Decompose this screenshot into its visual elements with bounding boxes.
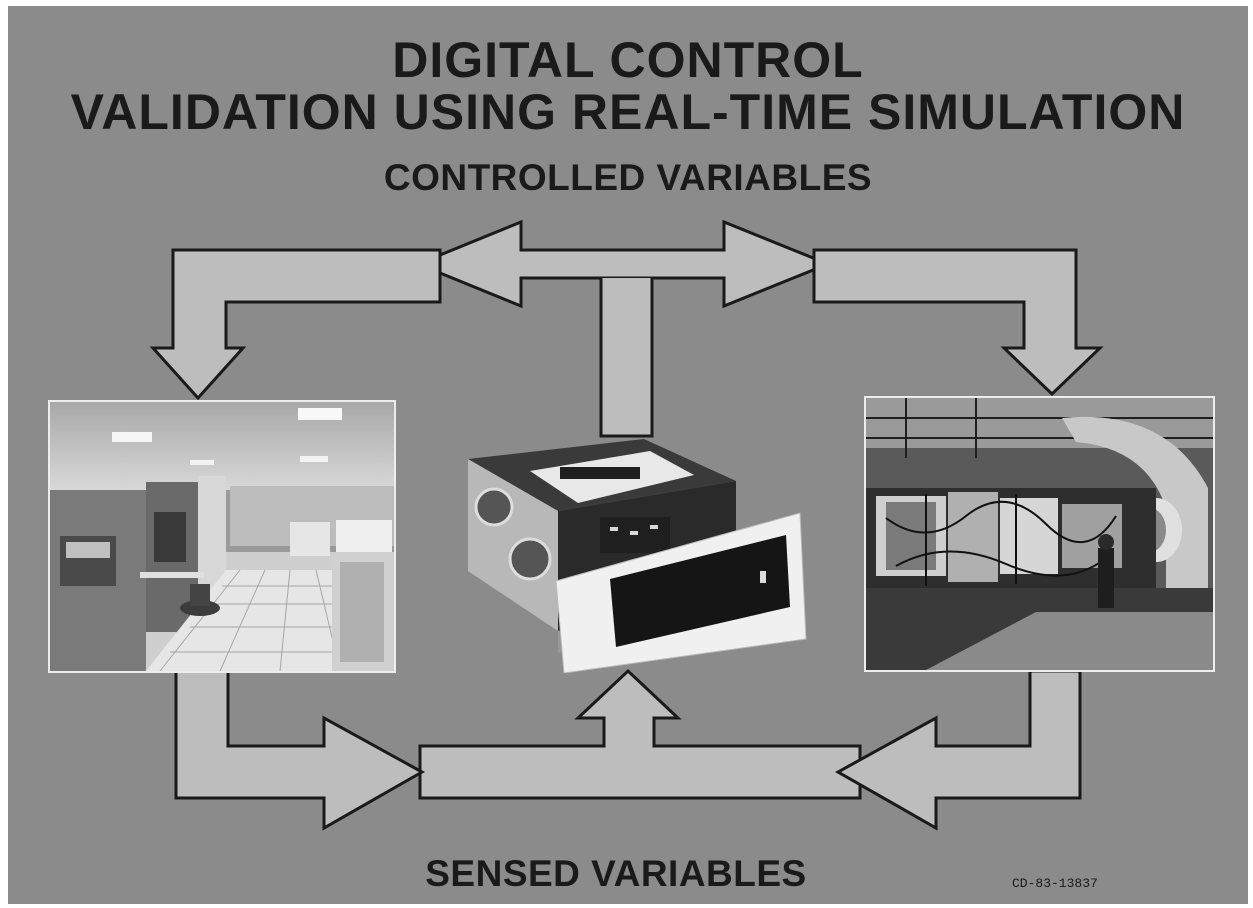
computer-room-photo [48,400,396,673]
title-line-2: VALIDATION USING REAL-TIME SIMULATION [70,84,1186,140]
controlled-variables-label: CONTROLLED VARIABLES [383,157,873,198]
top-left-elbow-arrow [149,248,442,401]
flow-arrows-diagram [149,219,1104,831]
document-id: CD-83-13837 [1012,876,1098,891]
top-stem [599,278,654,438]
top-right-elbow-arrow [812,248,1104,397]
title-line-1: DIGITAL CONTROL [392,32,864,88]
digital-controller-photo [460,431,810,673]
bottom-bar [418,668,862,800]
bottom-left-elbow-arrow [174,669,426,831]
sensed-variables-label: SENSED VARIABLES [425,853,807,894]
engine-test-cell-photo [864,396,1215,672]
bottom-right-elbow-arrow [834,669,1082,831]
poster: DIGITAL CONTROL VALIDATION USING REAL-TI… [8,6,1248,904]
